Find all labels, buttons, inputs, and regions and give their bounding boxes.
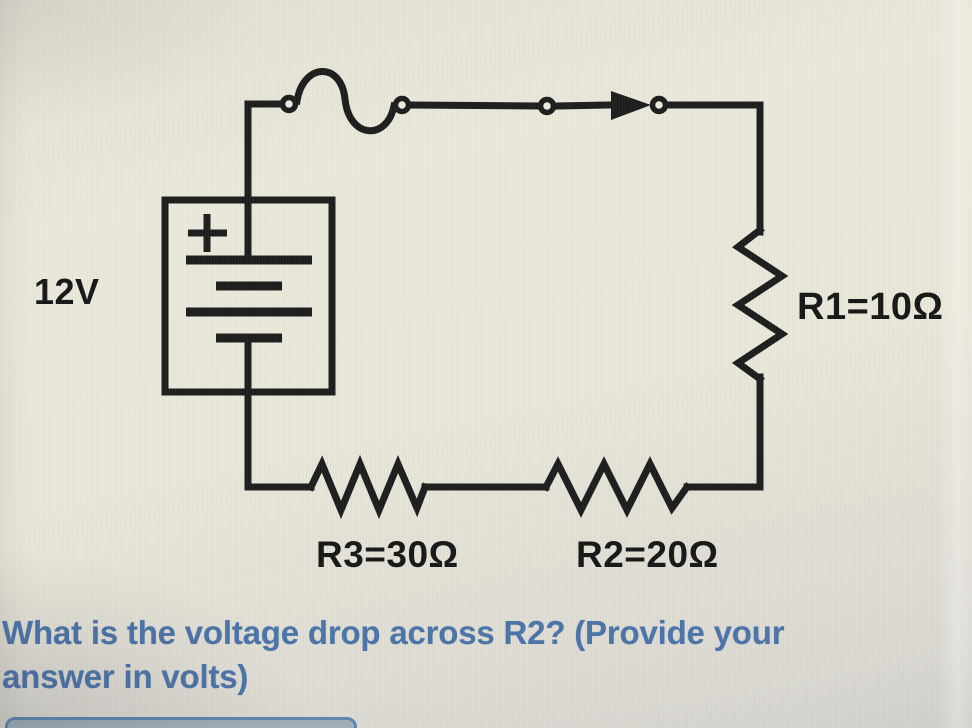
- answer-input[interactable]: [5, 717, 357, 728]
- wire-top-right-corner: [664, 101, 764, 236]
- battery-voltage-label: 12V: [34, 271, 100, 312]
- switch-squiggle-symbol: [292, 68, 399, 135]
- question-line-1: What is the voltage drop across R2? (Pro…: [2, 614, 785, 651]
- connection-node-2: [392, 95, 412, 115]
- battery-enclosure-box: [161, 196, 336, 396]
- resistor-r1-label: R1=10Ω: [797, 286, 944, 328]
- connection-node-4: [649, 95, 669, 115]
- question-text: What is the voltage drop across R2? (Pro…: [2, 611, 785, 699]
- resistor-r2-symbol: [541, 456, 692, 518]
- wire-top-rail-2: [552, 101, 615, 110]
- connection-node-3: [537, 96, 557, 116]
- wire-battery-positive-riser: [244, 100, 284, 262]
- wire-bottom-right-corner: [683, 373, 764, 491]
- battery-symbol: [186, 214, 312, 343]
- question-line-2: answer in volts): [2, 658, 249, 695]
- resistor-r3-label: R3=30Ω: [316, 534, 459, 575]
- wire-battery-negative-riser: [244, 336, 315, 491]
- resistor-r3-symbol: [306, 454, 430, 520]
- resistor-r2-label: R2=20Ω: [576, 534, 719, 575]
- current-direction-arrow-icon: [611, 91, 651, 120]
- resistor-r1-symbol: [731, 225, 789, 384]
- connection-node-1: [279, 94, 299, 114]
- wire-top-rail-1: [407, 101, 542, 110]
